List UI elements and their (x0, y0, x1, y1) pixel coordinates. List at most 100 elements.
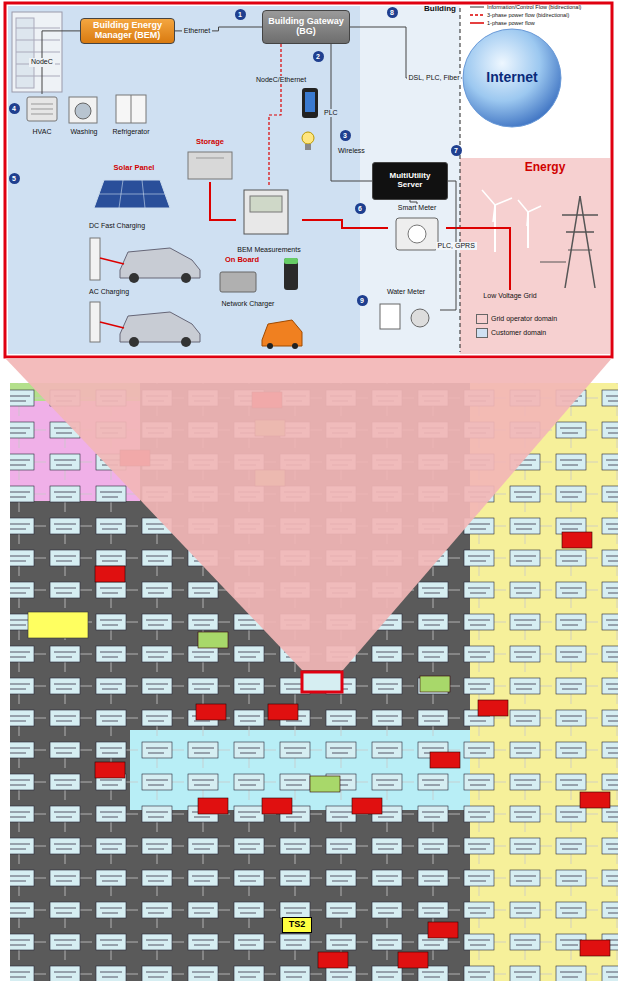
ev-picture (267, 343, 273, 349)
bulb-icon (305, 144, 311, 150)
pylon (568, 250, 592, 251)
dc-charging-picture (90, 238, 100, 280)
refrigerator: Refrigerator (106, 94, 156, 136)
fault-nodes (430, 752, 460, 768)
pylon (540, 262, 566, 263)
washing-icon (75, 103, 91, 119)
smart-meter-icon (396, 218, 438, 250)
pylon (562, 214, 598, 216)
legend-swatch (476, 314, 488, 324)
solar-panel-icon (94, 180, 170, 208)
fault-nodes (562, 532, 592, 548)
wind-turbines (493, 205, 495, 222)
legend-line (470, 14, 484, 16)
charging-station: DC Fast Charging (88, 222, 206, 280)
callout-number: 1 (235, 9, 246, 20)
wind-turbines (495, 198, 512, 205)
edge-label: DSL, PLC, Fiber (407, 74, 462, 82)
fault-nodes (478, 700, 508, 716)
dc-charging-picture (129, 273, 139, 283)
solar-panel: Solar Panel (96, 164, 172, 212)
legend-row: Grid operator domain (476, 314, 557, 324)
legend-row: Customer domain (476, 328, 546, 338)
storage-icon (188, 152, 232, 179)
legend-swatch (476, 328, 488, 338)
charging-station: AC Charging (88, 288, 206, 348)
hvac-icon (31, 104, 53, 105)
wind-turbines (527, 212, 528, 226)
server-box: MultiUtility Server (372, 162, 448, 200)
node-text: BEM Measurements (237, 246, 300, 254)
measurement-icon (244, 190, 288, 234)
building-border (460, 8, 461, 352)
node-text: Water Meter (387, 288, 425, 296)
wind-turbines (518, 200, 528, 212)
fridge-icon (131, 95, 132, 123)
grid-label: Low Voltage Grid (470, 290, 550, 302)
fault-nodes (398, 952, 428, 968)
building-picture (16, 52, 60, 53)
fault-nodes (95, 566, 125, 582)
solar-panel-icon (94, 180, 170, 208)
callout-number: 9 (357, 295, 368, 306)
phone-icon (302, 88, 318, 118)
fault-nodes (196, 704, 226, 720)
washing-icon (69, 97, 97, 123)
fault-nodes (262, 798, 292, 814)
building-picture (16, 76, 60, 77)
wind-turbines (482, 190, 541, 252)
node-text: Building Energy Manager (BEM) (85, 21, 170, 41)
storage-icon (188, 152, 232, 179)
hvac-icon (31, 109, 53, 110)
pylon (565, 196, 580, 288)
solar-panel-icon (99, 194, 165, 195)
ac-charging-picture (90, 302, 100, 342)
domain-grounds (8, 6, 360, 354)
charger-icon (220, 272, 256, 292)
water-meter-icon (411, 309, 429, 327)
legend-text: 1-phase power flow (487, 20, 535, 26)
generator-nodes (198, 632, 228, 648)
legend-row: 1-phase power flow (470, 20, 535, 26)
process-box: Building Energy Manager (BEM) (80, 18, 175, 44)
internet-globe: Internet (462, 28, 562, 128)
bulb-icon (302, 132, 314, 144)
edge-label: NodeC/Ethernet (254, 76, 308, 84)
building-picture (12, 12, 62, 92)
fault-nodes (268, 704, 298, 720)
node-text: MultiUtility Server (377, 172, 443, 190)
zoomed-node (302, 672, 342, 692)
region-title: Building (424, 5, 456, 14)
pylon (566, 231, 594, 233)
building-picture (16, 40, 60, 41)
ac-charging-picture (129, 337, 139, 347)
legend-line (470, 12, 484, 18)
legend-line (470, 22, 484, 24)
connector (269, 44, 281, 186)
callout-number: 4 (9, 103, 20, 114)
panel-border (5, 3, 612, 357)
legend-line (470, 4, 484, 10)
washing-machine: Washing (64, 94, 104, 136)
measurement-device: BEM Measurements (236, 186, 302, 254)
fault-nodes (580, 792, 610, 808)
phone-icon (305, 92, 315, 112)
node-text: Smart Meter (398, 204, 437, 212)
fridge-icon (116, 95, 146, 123)
grid-map (28, 612, 88, 638)
storage-icon (196, 158, 224, 159)
charger-icon (220, 272, 256, 292)
node-text: Washing (71, 128, 98, 136)
fault-nodes (198, 798, 228, 814)
globe-outline (463, 29, 561, 127)
fault-nodes (318, 952, 348, 968)
battery-icon (284, 258, 298, 290)
connector (302, 220, 388, 228)
dc-charging-picture (90, 238, 200, 283)
gateway-box: Building Gateway (BG) (262, 10, 350, 44)
fault-nodes (95, 762, 125, 778)
node-text: On Board (225, 256, 259, 264)
fault-nodes (428, 922, 458, 938)
